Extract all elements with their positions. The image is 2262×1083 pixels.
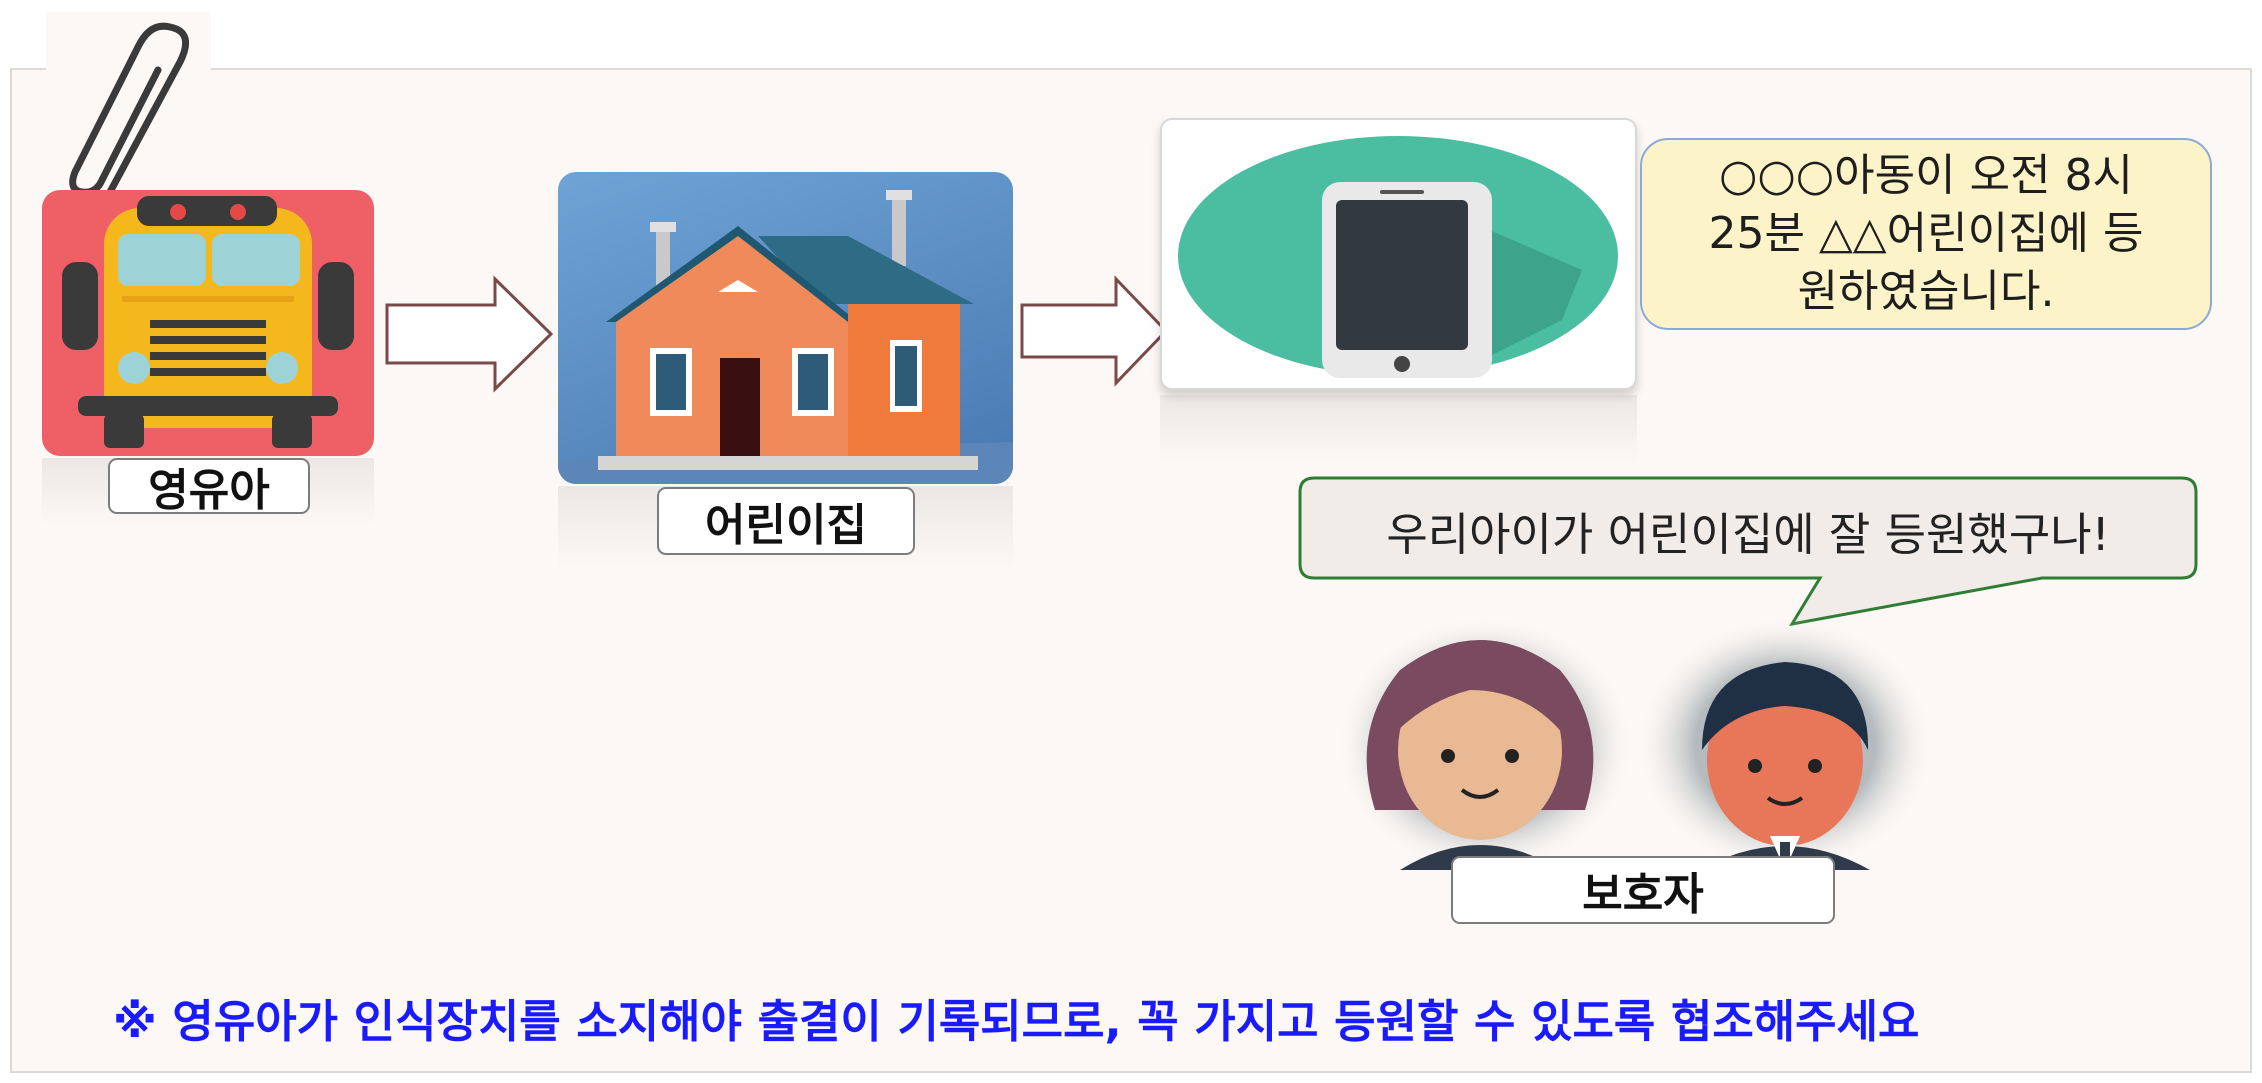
guardian-avatars bbox=[1335, 615, 1935, 870]
daycare-label: 어린이집 bbox=[657, 487, 915, 555]
tablet-icon bbox=[1178, 136, 1618, 378]
notification-line-3: 원하였습니다. bbox=[1797, 266, 2055, 317]
house-icon bbox=[558, 190, 1013, 484]
arrow-right-icon bbox=[385, 275, 554, 393]
daycare-card bbox=[558, 172, 1013, 484]
guardian-label: 보호자 bbox=[1451, 856, 1835, 924]
notification-line-2: 25분 △△어린이집에 등 bbox=[1708, 208, 2144, 259]
father-avatar-icon bbox=[1700, 662, 1870, 870]
mother-avatar-icon bbox=[1366, 640, 1594, 870]
paperclip-icon bbox=[69, 22, 190, 196]
arrow-right-icon bbox=[1020, 275, 1169, 387]
child-label: 영유아 bbox=[108, 458, 310, 516]
speech-text: 우리아이가 어린이집에 잘 등원했구나! bbox=[1386, 507, 2110, 561]
notification-message: ○○○아동이 오전 8시 25분 △△어린이집에 등 원하였습니다. bbox=[1640, 138, 2212, 330]
speech-bubble bbox=[1298, 476, 2198, 627]
school-bus-icon bbox=[62, 196, 354, 448]
tablet-reflection bbox=[1160, 395, 1637, 465]
tablet-card bbox=[1160, 118, 1637, 390]
attendance-notice: ※ 영유아가 인식장치를 소지해야 출결이 기록되므로, 꼭 가지고 등원할 수… bbox=[113, 995, 1920, 1048]
notification-line-1: ○○○아동이 오전 8시 bbox=[1718, 150, 2134, 201]
school-bus-card bbox=[42, 190, 374, 456]
